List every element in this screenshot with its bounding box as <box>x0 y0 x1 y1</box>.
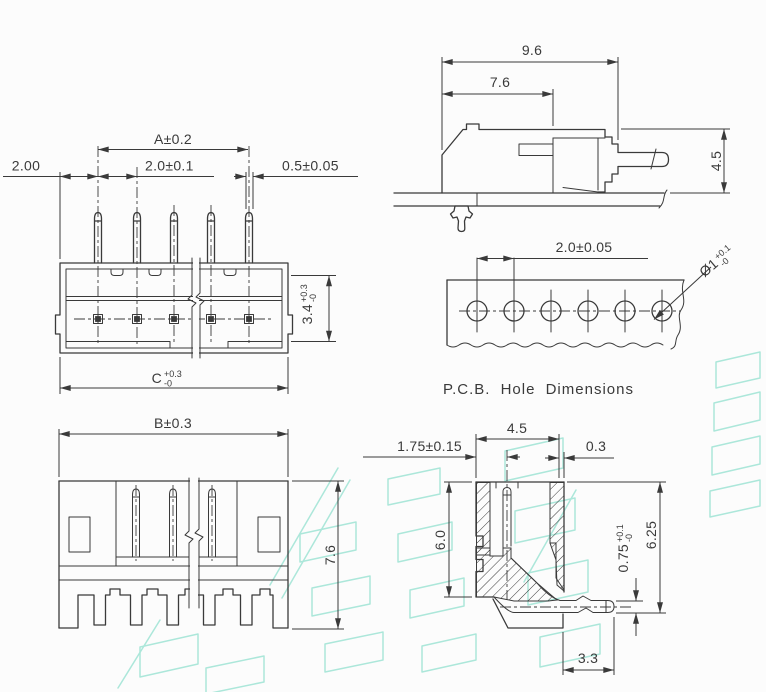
dim-edge-to-pin-label: 2.00 <box>12 158 40 174</box>
dim-pin-offset-label: 1.75±0.15 <box>397 438 462 454</box>
pcb-hole-view: 2.0±0.05 Ø1 +0.1 -0 P.C.B. Hole Dimensio… <box>443 239 732 398</box>
bent-pin <box>493 596 607 613</box>
dim-total-depth-label: 9.6 <box>522 42 542 58</box>
dim-slot-height-value: 3.4 <box>299 304 315 324</box>
dim-hole-diameter: Ø1 +0.1 -0 <box>653 243 732 320</box>
hole <box>503 300 525 322</box>
break-line <box>184 477 194 609</box>
front-view-pins <box>93 211 254 264</box>
dim-height-above-board: 4.5 <box>621 128 730 194</box>
dim-body-width-minus: -0 <box>164 379 172 389</box>
dim-pin-width: 0.5±0.05 <box>234 158 358 209</box>
dim-leg-thickness-plus: +0.1 <box>615 524 625 542</box>
pin-tip <box>605 600 615 613</box>
dim-rear-width: B±0.3 <box>58 415 289 477</box>
bent-pin <box>536 582 607 601</box>
hole <box>466 300 488 322</box>
pin-break <box>650 148 657 170</box>
dim-leg-thickness: 0.75 +0.1 -0 <box>615 524 643 636</box>
hatch-right-wall <box>549 482 565 593</box>
dim-rear-height-label: 7.6 <box>322 545 338 565</box>
dim-pin-pitch-label: 2.0±0.1 <box>145 158 194 174</box>
dim-pin-offset: 1.75±0.15 <box>363 438 520 460</box>
contact <box>93 314 254 324</box>
dim-body-width: C +0.3 -0 <box>59 357 289 394</box>
section-body <box>475 450 634 629</box>
pin <box>132 211 142 264</box>
front-view: A±0.2 2.00 2.0±0.1 0.5±0.05 3.4 +0. <box>3 131 358 394</box>
front-view-body <box>54 256 294 360</box>
pin <box>244 211 254 264</box>
pcb-break <box>658 189 668 209</box>
pin <box>169 488 177 558</box>
dim-slot-height-minus: -0 <box>308 294 318 302</box>
dim-slot-height: 3.4 +0.3 -0 <box>291 275 336 342</box>
hole <box>614 300 636 322</box>
dim-body-width-value: C <box>152 370 162 386</box>
pin <box>93 211 103 264</box>
mount-foot <box>492 598 564 629</box>
dim-tail-length: 3.3 <box>562 617 615 675</box>
dim-body-height-label: 6.0 <box>432 530 448 550</box>
pin <box>169 211 179 264</box>
rear-view-pins <box>132 485 216 561</box>
watermark-logo <box>117 351 761 692</box>
side-view: 9.6 7.6 4.5 <box>393 42 730 233</box>
dim-hole-pitch-label: 2.0±0.05 <box>556 239 613 255</box>
dim-overall-height: 6.25 <box>567 481 666 614</box>
dim-body-depth: 7.6 <box>442 74 554 126</box>
dim-hole-pitch: 2.0±0.05 <box>477 239 648 262</box>
leg-profile <box>58 588 289 629</box>
dim-pin-span-label: A±0.2 <box>154 131 192 147</box>
side-view-body <box>441 123 670 233</box>
side-view-pcb <box>393 189 668 209</box>
pin <box>208 488 216 558</box>
hatch-bottom-block <box>476 547 559 602</box>
side-cavity <box>257 516 281 553</box>
break-line <box>187 257 197 359</box>
dim-overall-height-label: 6.25 <box>643 521 659 549</box>
dim-body-width-plus: +0.3 <box>164 369 182 379</box>
dim-wall-thickness-label: 0.3 <box>586 438 606 454</box>
dim-leg-thickness-minus: -0 <box>624 534 634 542</box>
break-line <box>195 257 205 359</box>
dim-rear-width-label: B±0.3 <box>154 415 192 431</box>
dim-leg-thickness-value: 0.75 <box>615 544 631 572</box>
pcb-board-outline <box>446 279 685 350</box>
pcb-holes <box>459 257 680 333</box>
body-outline <box>54 262 294 354</box>
dim-height-above-board-label: 4.5 <box>708 151 724 171</box>
dim-pin-width-label: 0.5±0.05 <box>282 158 339 174</box>
board-latch <box>449 205 474 233</box>
dim-tail-length-label: 3.3 <box>578 650 598 666</box>
dim-slot-height-plus: +0.3 <box>299 284 309 302</box>
tab <box>148 268 162 276</box>
pcb-view-caption: P.C.B. Hole Dimensions <box>443 381 634 398</box>
dim-edge-to-pin: 2.00 <box>3 158 98 259</box>
body-inner <box>65 268 283 349</box>
section-view: 4.5 1.75±0.15 0.3 6.0 6.25 <box>363 420 666 675</box>
hole <box>651 300 673 322</box>
rear-view: B±0.3 7.6 <box>58 415 344 630</box>
side-cavity <box>68 516 91 553</box>
dim-opening-width-label: 4.5 <box>507 420 527 436</box>
tab <box>110 268 124 276</box>
tab <box>223 268 237 276</box>
hole <box>540 300 562 322</box>
break-line <box>194 477 204 609</box>
dim-pin-span: A±0.2 <box>98 131 248 153</box>
dim-opening-width: 4.5 <box>475 420 560 478</box>
dim-body-depth-label: 7.6 <box>490 74 510 90</box>
dim-pin-pitch: 2.0±0.1 <box>98 158 214 180</box>
pin <box>132 488 140 558</box>
dim-wall-thickness: 0.3 <box>545 438 614 478</box>
hole <box>577 300 599 322</box>
dim-rear-height: 7.6 <box>292 480 344 630</box>
pin <box>206 211 216 264</box>
rear-view-body <box>58 477 289 629</box>
dim-body-height: 6.0 <box>432 481 472 598</box>
dim-total-depth: 9.6 <box>441 42 619 150</box>
body-profile <box>441 123 670 194</box>
